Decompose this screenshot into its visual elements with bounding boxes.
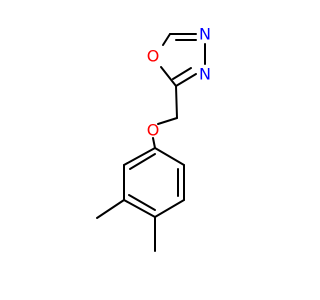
- atom-o-ring: O: [147, 47, 160, 66]
- bond-o-aryl: [152, 137, 156, 149]
- atom-o-ether: O: [147, 121, 160, 140]
- bond-ar6-ar1-inner: [129, 153, 156, 170]
- bond-n-c2-double-outer: [175, 73, 197, 87]
- bond-ar3-ar4: [154, 199, 185, 218]
- bond-ar1-ar2: [154, 147, 185, 166]
- bond-c2-o: [160, 66, 177, 87]
- molecule-diagram: O N N O: [96, 25, 211, 252]
- bond-ar6-ar1: [123, 147, 156, 166]
- atom-n-top: N: [199, 25, 211, 44]
- bond-ar4-ar5: [123, 199, 156, 218]
- bond-ar4-ar5-inner: [128, 194, 156, 211]
- bond-c2-ch2: [175, 85, 178, 119]
- structure-svg: O N N O: [96, 25, 211, 252]
- bond-n-c2-double-inner: [172, 67, 192, 80]
- atom-n-right: N: [199, 65, 211, 84]
- bond-methyl-left: [96, 199, 125, 219]
- bond-o-ch: [162, 33, 171, 46]
- bond-ch2-o: [157, 117, 178, 125]
